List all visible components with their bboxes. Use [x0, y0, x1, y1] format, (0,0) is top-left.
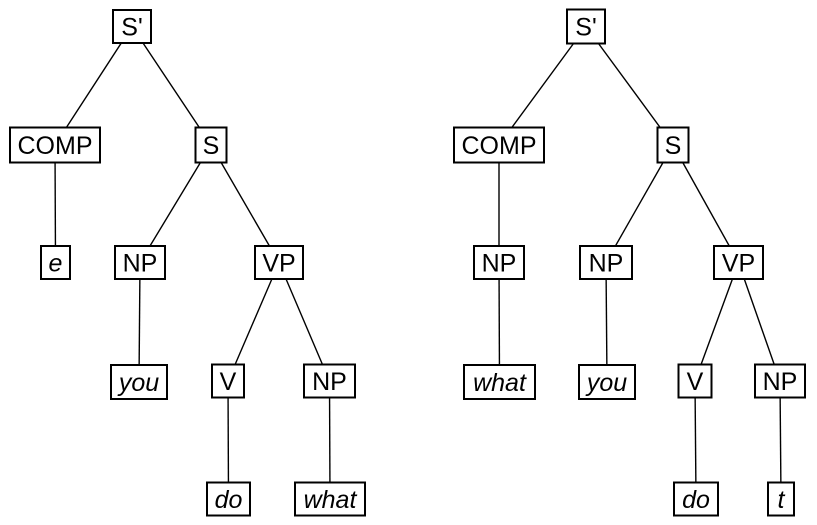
node-box-v	[211, 363, 245, 399]
tree-edge-v-do	[227, 380, 230, 500]
node-box-s	[194, 126, 228, 164]
node-label-what: what	[473, 369, 527, 397]
tree-edge-v-do	[694, 380, 697, 500]
node-box-what	[463, 364, 536, 400]
node-label-s: S	[665, 132, 682, 160]
node-box-do	[206, 481, 251, 517]
node-box-you	[110, 364, 168, 400]
right-tree-surface-structure: S' COMP S NP NP VP what you V NP do t	[453, 8, 806, 517]
node-label-comp: COMP	[462, 132, 537, 160]
node-label-np1: NP	[123, 250, 158, 278]
node-box-vp	[254, 245, 304, 280]
node-label-t: t	[778, 486, 786, 514]
node-box-comp	[453, 126, 545, 164]
node-box-what	[294, 481, 366, 517]
node-label-np2: NP	[312, 368, 347, 396]
tree-edge-npc-what	[498, 262, 501, 383]
tree-edge-s-np1	[139, 144, 212, 263]
node-box-np2	[303, 363, 356, 399]
tree-edge-s-nps	[605, 144, 674, 263]
node-label-what: what	[304, 486, 358, 514]
node-box-nps	[579, 245, 633, 280]
node-label-sp: S'	[121, 14, 142, 42]
node-label-you: you	[585, 369, 627, 397]
node-label-s: S	[203, 132, 220, 160]
node-label-npo: NP	[763, 368, 798, 396]
node-box-do	[673, 481, 719, 517]
node-box-npc	[473, 245, 525, 280]
node-box-t	[767, 481, 795, 517]
node-box-you	[578, 364, 636, 400]
tree-edge-sp-comp	[498, 26, 587, 146]
node-label-do: do	[215, 486, 243, 514]
node-box-sp	[566, 8, 606, 45]
node-label-sp: S'	[575, 14, 596, 42]
tree-edge-vp-np2	[278, 262, 331, 382]
tree-edge-sp-s	[585, 26, 674, 146]
node-label-do: do	[682, 486, 710, 514]
node-label-e: e	[49, 250, 63, 278]
node-label-you: you	[117, 369, 159, 397]
node-label-vp: VP	[722, 250, 755, 278]
node-label-vp: VP	[262, 250, 295, 278]
node-label-nps: NP	[589, 250, 624, 278]
node-box-np1	[114, 245, 166, 280]
node-box-s	[656, 126, 690, 164]
node-box-comp	[9, 126, 101, 164]
tree-edge-np2-what	[328, 380, 331, 500]
tree-edge-sp-s	[131, 26, 212, 146]
node-label-v: V	[687, 368, 704, 396]
tree-edge-vp-v	[227, 262, 280, 382]
node-box-v	[677, 363, 713, 399]
node-box-e	[40, 245, 71, 280]
tree-edge-s-vp	[672, 144, 740, 263]
tree-edge-vp-npo	[737, 262, 781, 382]
node-label-v: V	[220, 368, 237, 396]
tree-edge-np1-you	[138, 262, 141, 383]
tree-edge-s-vp	[210, 144, 280, 263]
node-label-comp: COMP	[18, 132, 93, 160]
tree-edge-nps-you	[605, 262, 608, 383]
node-box-npo	[754, 363, 806, 399]
tree-edge-vp-v	[694, 262, 740, 382]
tree-edge-comp-e	[54, 144, 57, 263]
tree-edge-npo-t	[779, 380, 782, 500]
node-box-vp	[713, 245, 764, 280]
node-label-npc: NP	[482, 250, 517, 278]
node-box-sp	[112, 9, 152, 44]
tree-edge-sp-comp	[54, 26, 133, 146]
